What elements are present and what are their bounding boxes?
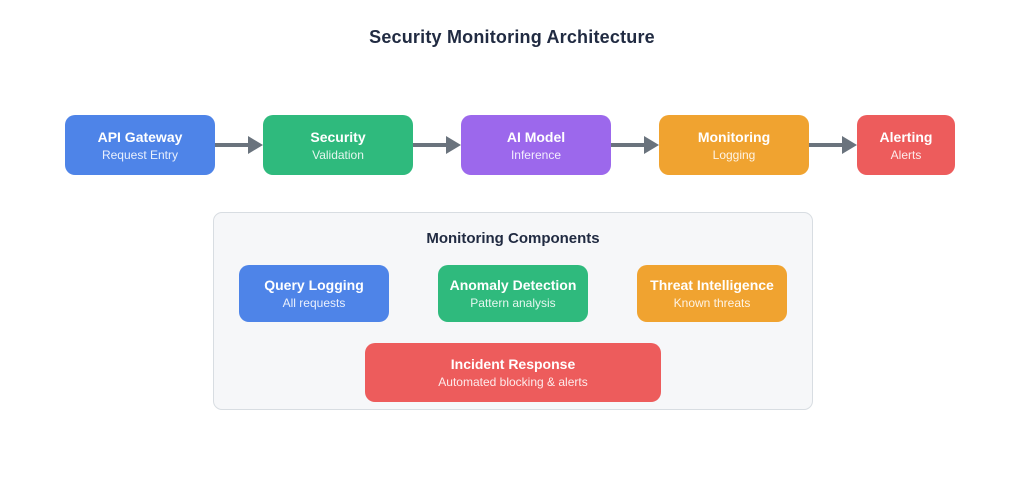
components-row-1: Query Logging All requests Anomaly Detec…	[214, 265, 812, 322]
component-label: Threat Intelligence	[650, 277, 774, 293]
flow-node-ai-model: AI Model Inference	[461, 115, 611, 175]
component-query-logging: Query Logging All requests	[239, 265, 389, 322]
flow-node-label: Alerting	[879, 128, 933, 145]
flow-node-sublabel: Inference	[510, 147, 562, 162]
component-label: Query Logging	[264, 277, 364, 293]
flow-node-monitoring: Monitoring Logging	[659, 115, 809, 175]
arrow-line	[215, 143, 248, 147]
flow-node-security: Security Validation	[263, 115, 413, 175]
component-label: Incident Response	[450, 356, 576, 372]
component-sublabel: Known threats	[673, 296, 751, 310]
components-row-2: Incident Response Automated blocking & a…	[214, 343, 812, 402]
monitoring-components-panel: Monitoring Components Query Logging All …	[213, 212, 813, 410]
arrow-line	[611, 143, 644, 147]
component-incident-response: Incident Response Automated blocking & a…	[365, 343, 661, 402]
flow-node-sublabel: Logging	[712, 147, 756, 162]
flow-node-label: Security	[310, 128, 366, 145]
component-sublabel: All requests	[282, 296, 346, 310]
component-threat-intelligence: Threat Intelligence Known threats	[637, 265, 787, 322]
component-label: Anomaly Detection	[449, 277, 577, 293]
component-sublabel: Automated blocking & alerts	[438, 375, 588, 389]
panel-title: Monitoring Components	[426, 230, 600, 247]
arrow-head-icon	[644, 136, 659, 154]
flow-arrow-icon	[413, 136, 461, 154]
flow-node-label: API Gateway	[97, 128, 183, 145]
flow-node-sublabel: Validation	[312, 147, 364, 162]
arrow-line	[413, 143, 446, 147]
arrow-head-icon	[248, 136, 263, 154]
arrow-head-icon	[446, 136, 461, 154]
flow-node-sublabel: Request Entry	[101, 147, 179, 162]
component-anomaly-detection: Anomaly Detection Pattern analysis	[438, 265, 588, 322]
flow-row: API Gateway Request Entry Security Valid…	[65, 115, 955, 175]
flow-arrow-icon	[611, 136, 659, 154]
flow-arrow-icon	[809, 136, 857, 154]
flow-node-alerting: Alerting Alerts	[857, 115, 955, 175]
flow-node-sublabel: Alerts	[890, 147, 922, 162]
component-sublabel: Pattern analysis	[470, 296, 556, 310]
flow-node-label: AI Model	[506, 128, 566, 145]
arrow-head-icon	[842, 136, 857, 154]
diagram-title: Security Monitoring Architecture	[369, 27, 655, 47]
arrow-line	[809, 143, 842, 147]
flow-arrow-icon	[215, 136, 263, 154]
flow-node-label: Monitoring	[697, 128, 771, 145]
flow-node-api-gateway: API Gateway Request Entry	[65, 115, 215, 175]
